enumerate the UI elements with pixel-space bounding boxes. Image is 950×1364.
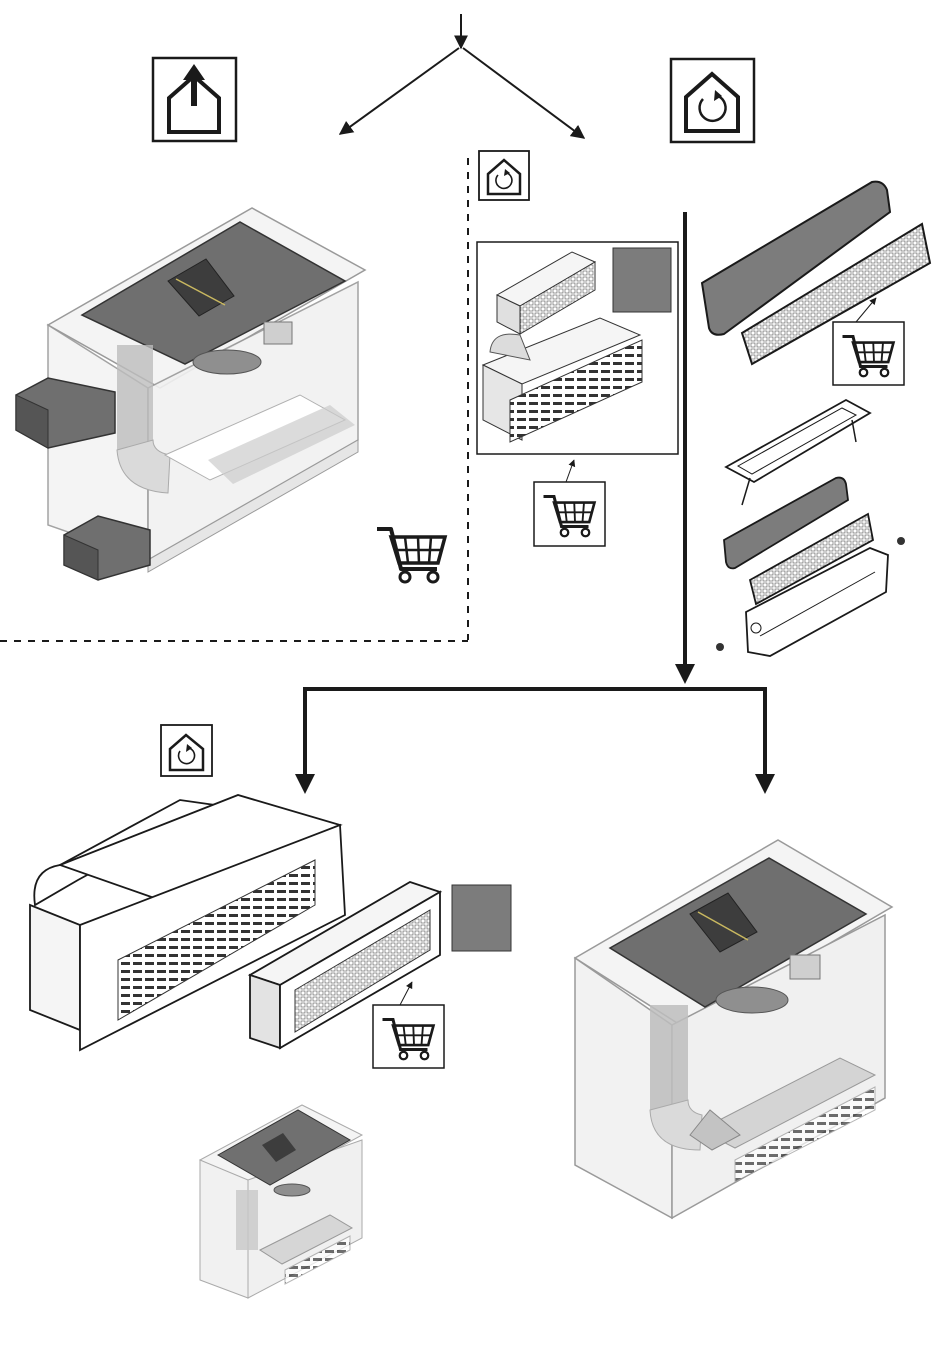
- filter-color-swatch: [452, 885, 511, 951]
- house-arrow-up-icon: [153, 58, 236, 141]
- leader-line: [566, 460, 574, 482]
- shopping-cart-icon: [534, 482, 605, 546]
- ducted-cabinet-illustration: [16, 208, 365, 580]
- shopping-cart-icon: [373, 1005, 444, 1068]
- recirculation-cabinet-illustration: [575, 840, 892, 1218]
- filter-kit-panel: [477, 242, 678, 454]
- small-cabinet-illustration: [200, 1105, 362, 1298]
- grease-filter-parts: [702, 182, 930, 656]
- house-recirculate-icon: [671, 59, 754, 142]
- top-split-arrow: [340, 14, 584, 138]
- shopping-cart-icon: [377, 529, 445, 582]
- shopping-cart-icon: [833, 322, 904, 385]
- house-recirculate-icon: [479, 151, 529, 200]
- house-recirculate-icon: [161, 725, 212, 776]
- leader-line: [400, 982, 412, 1005]
